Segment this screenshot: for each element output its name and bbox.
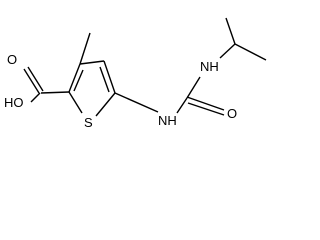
bond-c-o-double-2 [27,66,44,92]
bond-c-o-urea-2 [187,102,225,116]
bond-ch-ch3-a [225,17,236,45]
atom-label-urea-nh-ring: NH [158,113,177,128]
molecule-structure: HO O S NH NH O [4,17,267,130]
bond-c5-nh [114,92,159,113]
atom-label-urea-o: O [227,106,237,121]
bond-nh-c [176,97,188,114]
bond-c-o-urea-1 [186,96,225,111]
bond-c3-methyl [79,32,91,65]
bond-c5-c4-inner [99,66,110,93]
bond-c3-c2 [68,63,81,93]
atom-label-thiophene-s: S [84,115,93,130]
atom-labels: HO O S NH NH O [4,52,237,130]
bond-nh-ch [219,43,236,59]
bond-c2-carboxyl [40,91,70,94]
atom-label-urea-nh-isopropyl: NH [200,59,219,74]
bond-ch-ch3-b [234,43,267,61]
bond-set [23,17,267,117]
bond-c2-s1 [68,91,83,114]
atom-label-carboxyl-oh: HO [4,95,24,110]
bond-c-oh [30,92,41,103]
bond-c-o-double-1 [23,68,40,94]
bond-c5-c4 [103,60,116,94]
bond-s1-c5 [95,92,116,117]
bond-c-nh-isopropyl [186,76,201,99]
bond-c4-c3 [79,60,105,65]
bond-c3-c2-inner [73,69,84,92]
atom-label-carboxyl-o: O [7,52,17,67]
